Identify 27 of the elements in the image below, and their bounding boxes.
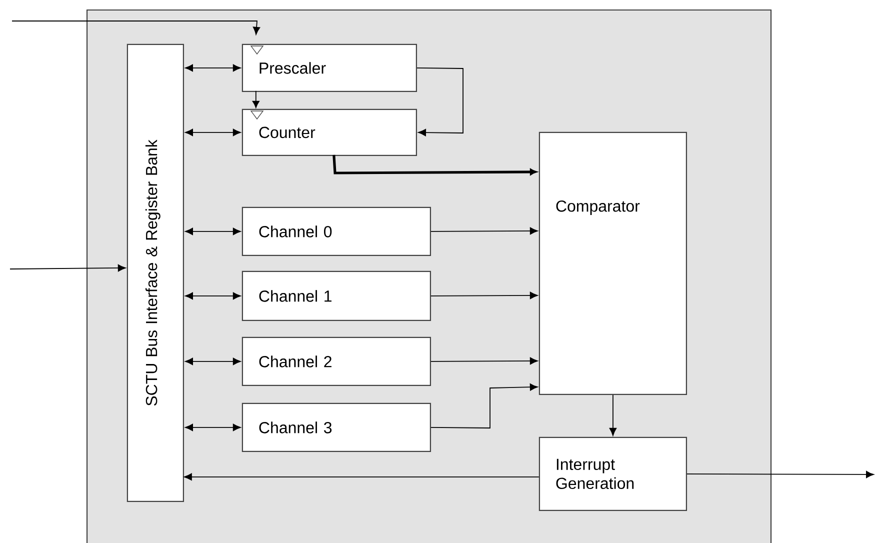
channel-box: Channel 1 (242, 270, 431, 321)
channel-box: Channel 0 (242, 206, 431, 256)
arrow (185, 292, 241, 300)
arrow (609, 394, 617, 436)
arrow (185, 128, 241, 136)
channel-box: Channel 2 (242, 336, 431, 386)
block-box: Prescaler (242, 44, 417, 92)
arrow (332, 154, 537, 176)
block-box: Interrupt Generation (538, 436, 687, 511)
channel-box: Channel 3 (242, 402, 431, 452)
arrow (430, 384, 538, 428)
arrow (185, 358, 241, 366)
bus-interface-box: SCTU Bus Interface & Register Bank (126, 44, 184, 502)
arrow (430, 357, 538, 365)
arrow (430, 292, 538, 300)
arrow (12, 20, 260, 35)
block-box: Counter (242, 108, 417, 156)
arrow (10, 264, 126, 272)
arrow (686, 470, 874, 478)
arrow (184, 473, 540, 480)
arrow (185, 64, 241, 72)
arrow (252, 90, 260, 108)
block-box: Comparator (538, 132, 687, 395)
arrow (416, 68, 464, 136)
arrow (185, 228, 241, 236)
arrow (430, 227, 538, 235)
arrow (185, 424, 241, 432)
